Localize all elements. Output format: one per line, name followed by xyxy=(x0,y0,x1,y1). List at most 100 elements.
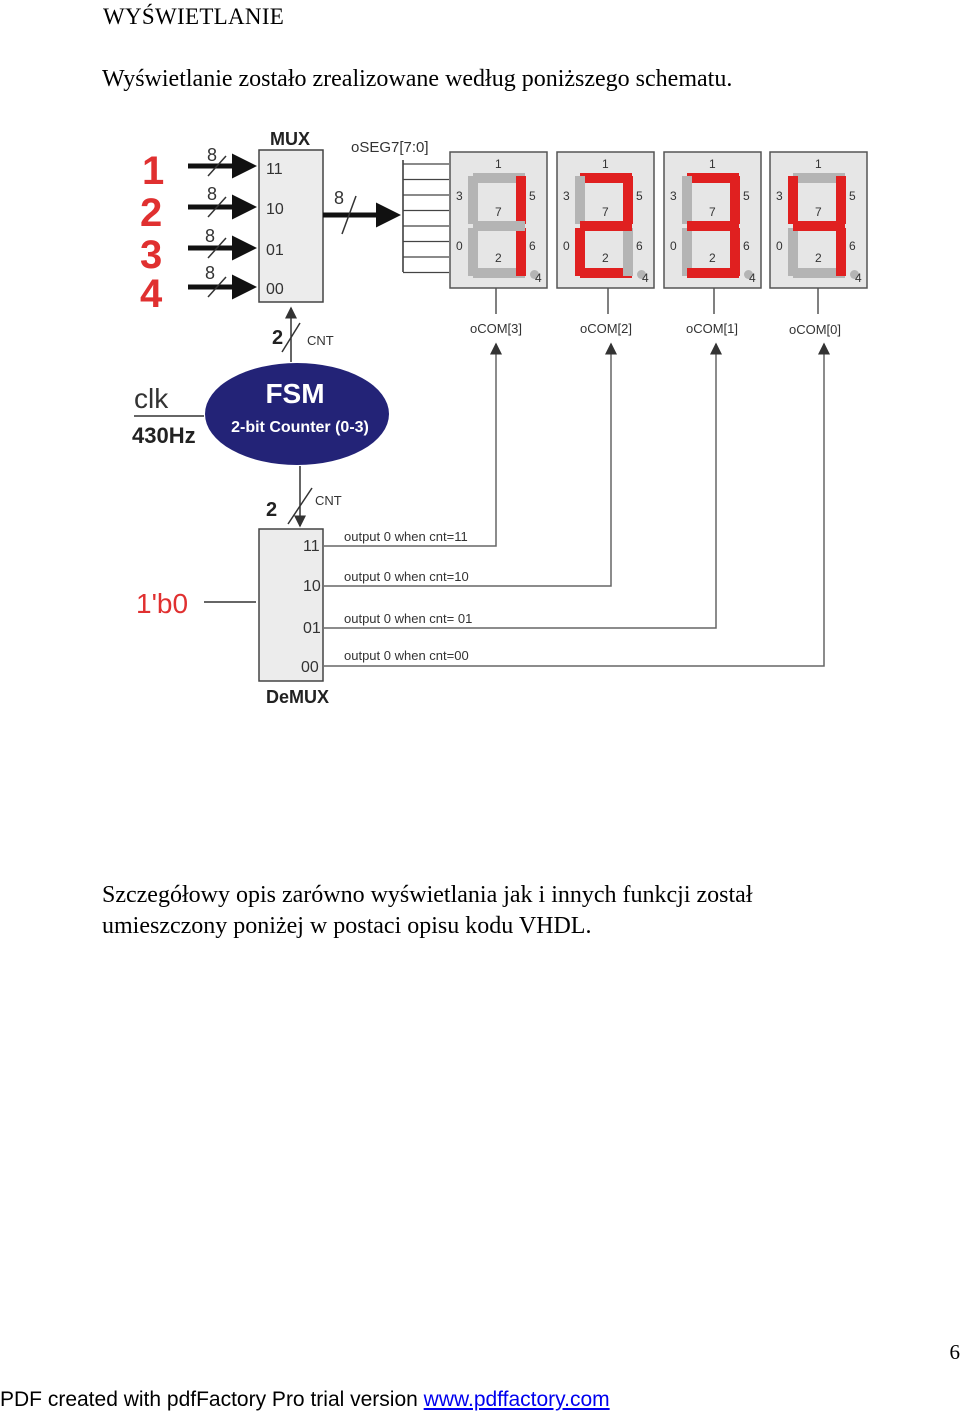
segment-number: 1 xyxy=(709,157,716,171)
segment-4 xyxy=(744,270,753,279)
segment-number: 4 xyxy=(642,271,649,285)
segment-0 xyxy=(788,228,798,276)
segment-2 xyxy=(580,268,632,278)
bus-width-label: 8 xyxy=(207,184,217,204)
demux-block: 11 10 01 00 DeMUX xyxy=(258,528,329,707)
bus-width-label: 8 xyxy=(207,145,217,165)
demux-title: DeMUX xyxy=(266,687,329,707)
segment-5 xyxy=(836,176,846,224)
segment-number: 2 xyxy=(495,251,502,265)
clk-input: clk 430Hz xyxy=(132,383,204,448)
segment-number: 7 xyxy=(709,205,716,219)
seven-segment-display: 1 3 5 7 0 6 2 4 xyxy=(556,151,655,289)
com-label: oCOM[0] xyxy=(789,322,841,337)
fsm-subtitle: 2-bit Counter (0-3) xyxy=(231,419,369,436)
segment-number: 2 xyxy=(602,251,609,265)
demux-conditions: output 0 when cnt=11 output 0 when cnt=1… xyxy=(344,529,472,663)
page-number: 6 xyxy=(949,1340,960,1364)
segment-4 xyxy=(850,270,859,279)
segment-number: 7 xyxy=(815,205,822,219)
demux-output-label: 11 xyxy=(303,538,320,555)
segment-number: 0 xyxy=(563,239,570,253)
segment-number: 7 xyxy=(602,205,609,219)
demux-input: 1'b0 xyxy=(136,588,256,619)
segment-number: 5 xyxy=(529,189,536,203)
seg-bus-lines xyxy=(403,163,449,274)
segment-1 xyxy=(687,173,739,183)
segment-number: 6 xyxy=(743,239,750,253)
mux-input-arrows: 8 8 8 8 xyxy=(188,145,257,300)
segment-number: 1 xyxy=(495,157,502,171)
segment-0 xyxy=(682,228,692,276)
display-schematic: 1 2 3 4 8 8 8 8 MUX 11 10 01 00 8 oSEG7[… xyxy=(132,129,868,707)
input-digits: 1 2 3 4 xyxy=(140,149,164,316)
segment-3 xyxy=(468,176,478,224)
bus-width-label: 8 xyxy=(205,226,215,246)
segment-3 xyxy=(575,176,585,224)
com-label: oCOM[2] xyxy=(580,321,632,336)
segment-number: 0 xyxy=(456,239,463,253)
page-heading: WYŚWIETLANIE xyxy=(103,4,285,29)
segment-6 xyxy=(623,228,633,276)
cnt-label: CNT xyxy=(315,493,342,508)
demux-output-label: 10 xyxy=(303,578,321,595)
segment-4 xyxy=(530,270,539,279)
segment-number: 5 xyxy=(743,189,750,203)
demux-input-label: 1'b0 xyxy=(136,588,188,619)
segment-number: 1 xyxy=(815,157,822,171)
demux-output-label: 01 xyxy=(303,620,321,637)
segment-number: 6 xyxy=(529,239,536,253)
display-frame xyxy=(663,151,762,289)
segment-number: 3 xyxy=(563,189,570,203)
pdf-footer: PDF created with pdfFactory Pro trial ve… xyxy=(0,1388,610,1412)
clk-label: clk xyxy=(134,383,169,414)
com-lines: oCOM[3] oCOM[2] oCOM[1] oCOM[0] xyxy=(324,288,841,667)
bus-width-label: 8 xyxy=(334,188,344,208)
mux-input-label: 01 xyxy=(266,242,284,259)
cnt-label: CNT xyxy=(307,333,334,348)
segment-7 xyxy=(580,221,632,231)
display-frame xyxy=(769,151,868,289)
segment-number: 5 xyxy=(849,189,856,203)
mux-input-label: 00 xyxy=(266,281,284,298)
fsm-title: FSM xyxy=(265,378,324,409)
segment-bus: 8 oSEG7[7:0] xyxy=(323,139,449,274)
bus-width-label: 8 xyxy=(205,263,215,283)
input-digit: 1 xyxy=(142,149,164,193)
footer-text: PDF created with pdfFactory Pro trial ve… xyxy=(0,1388,424,1411)
clk-frequency: 430Hz xyxy=(132,423,196,448)
segment-number: 3 xyxy=(776,189,783,203)
segment-number: 0 xyxy=(670,239,677,253)
input-digit: 4 xyxy=(140,272,163,316)
com-label: oCOM[1] xyxy=(686,321,738,336)
segment-2 xyxy=(473,268,525,278)
segment-7 xyxy=(687,221,739,231)
footer-link[interactable]: www.pdffactory.com xyxy=(423,1388,610,1411)
segment-number: 6 xyxy=(849,239,856,253)
demux-condition: output 0 when cnt=00 xyxy=(344,648,469,663)
mux-input-label: 11 xyxy=(266,161,283,178)
segment-number: 5 xyxy=(636,189,643,203)
segment-1 xyxy=(473,173,525,183)
segment-number: 3 xyxy=(670,189,677,203)
cnt-width-label: 2 xyxy=(266,499,277,521)
outro-paragraph: Szczegółowy opis zarówno wyświetlania ja… xyxy=(102,882,753,939)
segment-number: 6 xyxy=(636,239,643,253)
segment-7 xyxy=(473,221,525,231)
segment-1 xyxy=(793,173,845,183)
segment-6 xyxy=(516,228,526,276)
display-frame xyxy=(449,151,548,289)
segment-0 xyxy=(468,228,478,276)
segment-number: 1 xyxy=(602,157,609,171)
segment-7 xyxy=(793,221,845,231)
fsm-block: FSM 2-bit Counter (0-3) xyxy=(205,363,389,465)
demux-output-label: 00 xyxy=(301,659,319,676)
segment-6 xyxy=(730,228,740,276)
cnt-to-demux: 2 CNT xyxy=(266,466,342,528)
mux-title: MUX xyxy=(270,129,310,149)
segment-0 xyxy=(575,228,585,276)
segment-2 xyxy=(687,268,739,278)
